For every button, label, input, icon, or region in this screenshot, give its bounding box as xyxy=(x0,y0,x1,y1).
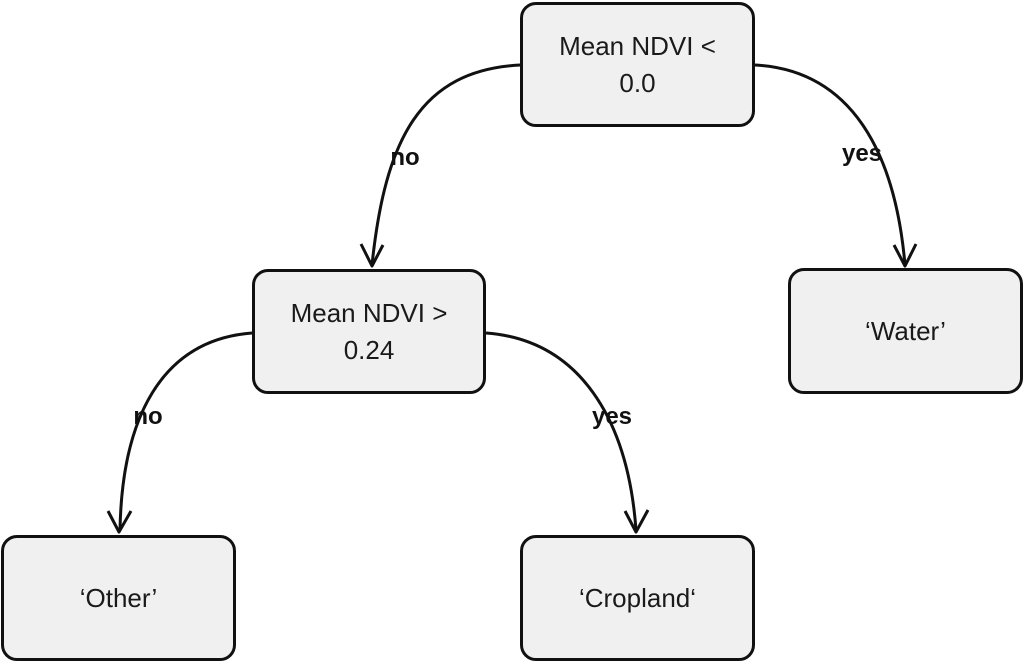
node-mean-ndvi-gt-024: Mean NDVI > 0.24 xyxy=(252,269,486,394)
node-label: Mean NDVI < 0.0 xyxy=(559,30,716,98)
edge-root-no xyxy=(370,63,521,266)
leaf-water: ‘Water’ xyxy=(788,268,1023,394)
arrowhead-ndvi024-yes xyxy=(623,509,650,534)
edge-root-yes xyxy=(754,63,907,266)
leaf-label: ‘Cropland‘ xyxy=(578,582,697,613)
node-label: Mean NDVI > 0.24 xyxy=(290,297,448,365)
leaf-other: ‘Other’ xyxy=(1,535,236,661)
leaf-label: ‘Other’ xyxy=(79,582,158,613)
edge-label-yes: yes xyxy=(591,403,633,430)
leaf-label: ‘Water’ xyxy=(865,315,946,346)
arrowhead-root-no xyxy=(359,243,385,268)
edge-label-yes: yes xyxy=(841,140,883,167)
node-mean-ndvi-lt-0: Mean NDVI < 0.0 xyxy=(520,2,755,127)
leaf-cropland: ‘Cropland‘ xyxy=(520,535,755,661)
arrowhead-root-yes xyxy=(892,243,918,268)
edge-ndvi024-yes xyxy=(485,331,638,531)
edge-label-no: no xyxy=(390,144,420,171)
arrowhead-ndvi024-no xyxy=(106,510,133,534)
edge-ndvi024-no xyxy=(118,331,253,531)
edge-label-no: no xyxy=(133,403,163,430)
